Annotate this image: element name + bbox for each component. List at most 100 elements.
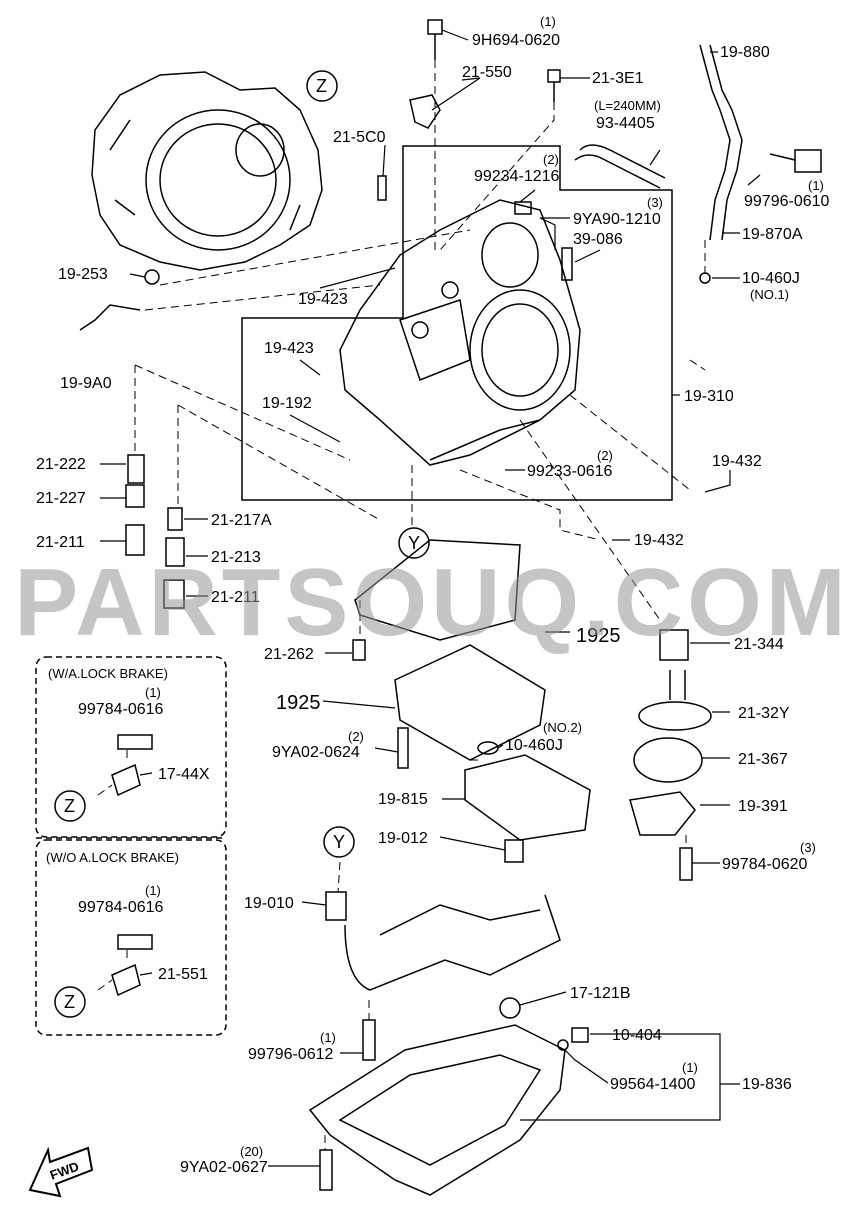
label-21-217a: 21-217A <box>211 512 272 529</box>
leader-lines <box>100 29 761 1167</box>
box1-title: (W/A.LOCK BRAKE) <box>48 666 168 681</box>
plug-19253 <box>144 269 160 285</box>
label-19-010: 19-010 <box>244 895 294 912</box>
qty-no2: (NO.2) <box>543 720 582 735</box>
transmission-case-housing <box>91 71 323 271</box>
separator-plate <box>354 539 521 641</box>
callout-labels: (1) 9H694-0620 21-550 21-3E1 19-880 (L=2… <box>36 14 830 1183</box>
label-99784-0616-b: 99784-0616 <box>78 899 164 916</box>
label-21-367: 21-367 <box>738 751 788 768</box>
label-19-253: 19-253 <box>58 266 108 283</box>
qty-99234: (2) <box>543 152 559 167</box>
label-99796-0610: 99796-0610 <box>744 193 830 210</box>
qty-99796-b: (1) <box>320 1030 336 1045</box>
qty-9ya02-b: (20) <box>240 1144 263 1159</box>
ref-y2-letter: Y <box>333 832 345 852</box>
label-9ya90-1210: 9YA90-1210 <box>573 211 661 228</box>
qty-9ya90: (3) <box>647 195 663 210</box>
label-21-32y: 21-32Y <box>738 705 790 722</box>
label-99784-0620: 99784-0620 <box>722 856 808 873</box>
label-99234-1216: 99234-1216 <box>474 168 560 185</box>
ref-circle-y2 <box>323 826 355 858</box>
pin-215c0 <box>377 175 387 201</box>
qty-l240: (L=240MM) <box>594 98 661 113</box>
wiring-harness <box>325 839 561 991</box>
bolt-99796-0610 <box>794 149 822 173</box>
box-with-lock-brake <box>35 656 227 838</box>
ref-y1-letter: Y <box>408 533 420 553</box>
case-assembly <box>339 199 581 466</box>
plug-10404 <box>571 1027 589 1043</box>
label-19-815: 19-815 <box>378 791 428 808</box>
qty-9h694: (1) <box>540 14 556 29</box>
label-19-310: 19-310 <box>684 388 734 405</box>
label-19-423-b: 19-423 <box>264 340 314 357</box>
label-21-227: 21-227 <box>36 490 86 507</box>
label-21-5c0: 21-5C0 <box>333 129 386 146</box>
label-9h694-0620: 9H694-0620 <box>472 32 560 49</box>
bolt-213e1 <box>547 69 561 83</box>
label-1925-a: 1925 <box>576 625 621 647</box>
spring-stack-left <box>125 454 185 609</box>
label-10-404: 10-404 <box>612 1027 662 1044</box>
label-99784-0616-a: 99784-0616 <box>78 701 164 718</box>
box2-title: (W/O A.LOCK BRAKE) <box>46 850 179 865</box>
qty-99564: (1) <box>682 1060 698 1075</box>
label-21-211-b: 21-211 <box>211 589 260 606</box>
label-19-391: 19-391 <box>738 798 788 815</box>
bolt-9ya02-0627 <box>319 1149 333 1191</box>
ref-circle-y1 <box>398 527 430 559</box>
qty-99796-0610: (1) <box>808 178 824 193</box>
label-93-4405: 93-4405 <box>596 115 655 132</box>
label-19-432-b: 19-432 <box>634 532 684 549</box>
bolt-99796-0612 <box>362 1019 376 1061</box>
washer-99564 <box>557 1039 569 1051</box>
label-21-550: 21-550 <box>462 64 512 81</box>
label-39-086: 39-086 <box>573 231 623 248</box>
label-21-551: 21-551 <box>158 966 208 983</box>
qty-99784-c: (3) <box>800 840 816 855</box>
label-17-121b: 17-121B <box>570 985 631 1002</box>
label-21-3e1: 21-3E1 <box>592 70 644 87</box>
bolt-9ya02-0624 <box>397 727 409 769</box>
label-19-9a0: 19-9A0 <box>60 375 112 392</box>
label-10-460j-1: 10-460J <box>742 270 800 287</box>
label-17-44x: 17-44X <box>158 766 210 783</box>
label-19-870a: 19-870A <box>742 226 803 243</box>
dipstick-tube <box>574 44 743 284</box>
label-19-012: 19-012 <box>378 830 428 847</box>
label-99564-1400: 99564-1400 <box>610 1076 696 1093</box>
label-9ya02-0627: 9YA02-0627 <box>180 1159 268 1176</box>
fwd-label: FWD <box>48 1159 81 1183</box>
pipe-199a0 <box>79 304 141 331</box>
assembly-frame <box>241 145 673 501</box>
ref-circle-z3 <box>54 986 86 1018</box>
qty-99233: (2) <box>597 448 613 463</box>
fwd-arrow-icon <box>28 1146 94 1198</box>
label-21-344: 21-344 <box>734 636 784 653</box>
ref-z3-letter: Z <box>64 992 75 1012</box>
label-1925-b: 1925 <box>276 692 321 714</box>
label-21-211-a: 21-211 <box>36 534 85 551</box>
box-without-lock-brake <box>35 839 227 1036</box>
gasket-17121b <box>499 997 521 1019</box>
label-19-432-a: 19-432 <box>712 453 762 470</box>
label-19-836: 19-836 <box>742 1076 792 1093</box>
pin-99234 <box>514 201 532 215</box>
oil-pan <box>308 1024 566 1196</box>
label-99233-0616: 99233-0616 <box>527 463 613 480</box>
label-21-222: 21-222 <box>36 456 86 473</box>
label-19-880: 19-880 <box>720 44 770 61</box>
label-99796-0612: 99796-0612 <box>248 1046 334 1063</box>
bolt-9h694 <box>427 19 443 35</box>
qty-9ya02-a: (2) <box>348 729 364 744</box>
ref-circle-z1 <box>306 70 338 102</box>
qty-99784-b: (1) <box>145 883 161 898</box>
label-21-262: 21-262 <box>264 646 314 663</box>
stud-39086 <box>561 247 573 281</box>
ref-z1-letter: Z <box>316 76 327 96</box>
assembly-lines <box>97 60 706 1150</box>
qty-99784-a: (1) <box>145 685 161 700</box>
